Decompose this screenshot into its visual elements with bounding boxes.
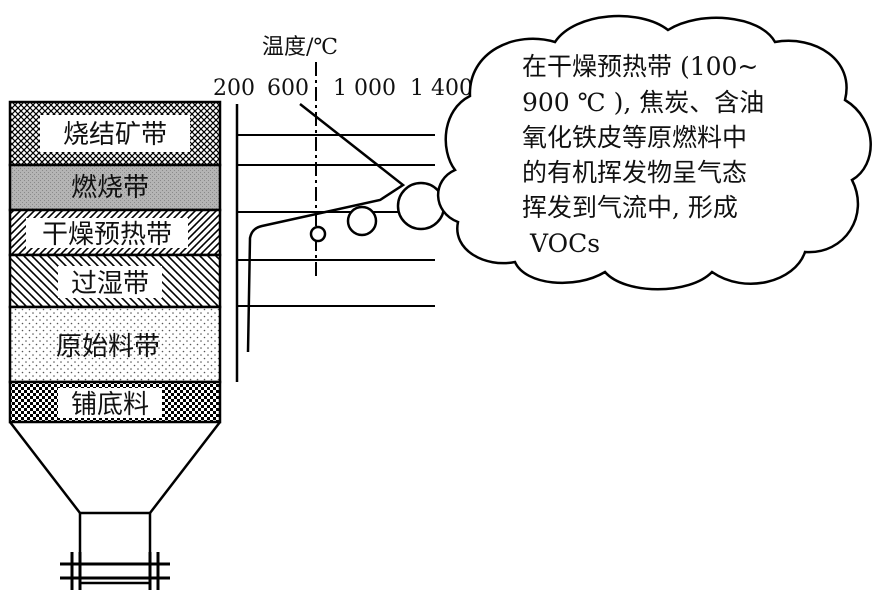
zone-raw-material-label: 原始料带 [56, 332, 160, 362]
tick-600: 600 [267, 76, 309, 101]
flange-marks [60, 552, 170, 590]
callout-line-5: 挥发到气流中, 形成 [522, 193, 738, 222]
temperature-axis-title: 温度/℃ [262, 35, 338, 60]
tick-1400: 1 400 [410, 76, 473, 101]
bubble-medium-icon [346, 205, 378, 237]
zone-hearth-layer-label: 铺底料 [71, 390, 149, 420]
bubble-large-icon [396, 181, 446, 231]
temperature-axis: 温度/℃ 200 600 1 000 1 400 [213, 35, 473, 382]
callout-line-4: 的有机挥发物呈气态 [522, 158, 747, 187]
zone-combustion-label: 燃烧带 [71, 173, 149, 203]
zone-raw-material: 原始料带 [8, 305, 222, 384]
zone-sinter: 烧结矿带 [8, 100, 222, 167]
zone-overwet-label: 过湿带 [71, 269, 149, 299]
zone-hearth-layer: 铺底料 [8, 380, 222, 424]
callout-line-6: VOCs [529, 229, 600, 258]
zone-drying-preheat: 干燥预热带 [8, 208, 222, 257]
voc-bubbles [309, 181, 446, 243]
zone-boundary-lines [237, 134, 445, 307]
zone-drying-preheat-label: 干燥预热带 [42, 220, 172, 250]
callout-line-2: 900 ℃ ), 焦炭、含油 [522, 88, 764, 117]
bubble-small-icon [309, 225, 327, 243]
callout-line-3: 氧化铁皮等原燃料中 [522, 123, 747, 152]
windbox-funnel [9, 421, 221, 585]
tick-200: 200 [213, 76, 255, 101]
callout-line-1: 在干燥预热带 (100~ [522, 52, 758, 81]
temperature-profile-curve [246, 103, 406, 353]
zone-overwet: 过湿带 [8, 253, 222, 309]
zone-combustion: 燃烧带 [8, 163, 222, 212]
zone-sinter-label: 烧结矿带 [63, 120, 167, 150]
callout-text: 在干燥预热带 (100~ 900 ℃ ), 焦炭、含油 氧化铁皮等原燃料中 的有… [522, 52, 772, 258]
callout-cloud: 在干燥预热带 (100~ 900 ℃ ), 焦炭、含油 氧化铁皮等原燃料中 的有… [436, 14, 872, 291]
tick-1000: 1 000 [333, 76, 396, 101]
